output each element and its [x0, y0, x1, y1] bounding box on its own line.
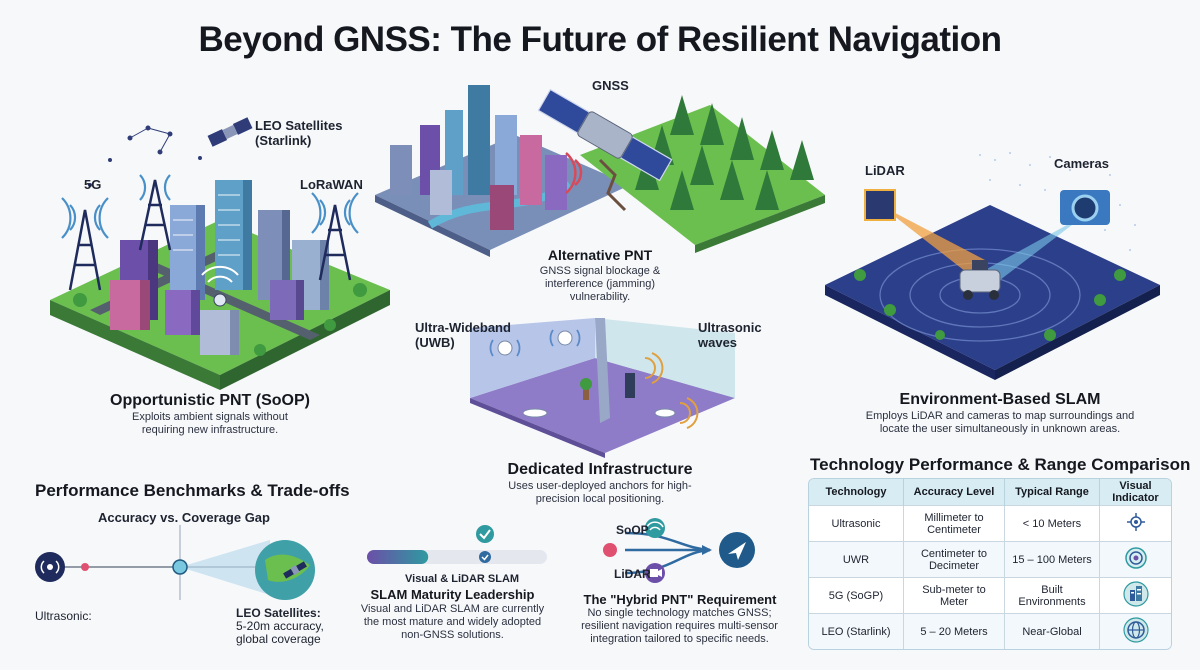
- benchmarks-heading: Performance Benchmarks & Trade-offs: [35, 481, 350, 500]
- table-row: Ultrasonic Millimeter to Centimeter < 10…: [809, 505, 1171, 542]
- cell-accuracy: Centimeter to Decimeter: [903, 541, 1005, 578]
- header-visual-indicator: Visual Indicator: [1099, 479, 1171, 506]
- slam-maturity-description: Visual and LiDAR SLAM are currently the …: [360, 603, 545, 641]
- table-row: 5G (SoGP) Sub-meter to Meter Built Envir…: [809, 577, 1171, 614]
- hybrid-lidar-label: LiDAR: [614, 567, 651, 581]
- page-title: Beyond GNSS: The Future of Resilient Nav…: [198, 20, 1002, 59]
- cell-range: < 10 Meters: [1004, 505, 1100, 542]
- cell-range: Built Environments: [1004, 577, 1100, 614]
- cell-indicator: [1099, 613, 1171, 649]
- label-ultrasonic-waves: Ultrasonic waves: [698, 320, 762, 350]
- label-lorawan: LoRaWAN: [300, 177, 363, 192]
- slam-env-description: Employs LiDAR and cameras to map surroun…: [865, 410, 1135, 435]
- label-gnss: GNSS: [592, 78, 629, 93]
- comparison-table: Technology Accuracy Level Typical Range …: [809, 479, 1171, 649]
- alternative-pnt-illustration: [375, 85, 825, 257]
- cell-technology: LEO (Starlink): [809, 613, 904, 649]
- header-technology: Technology: [809, 479, 904, 506]
- globe-icon: [1122, 617, 1149, 643]
- slam-maturity-fill: [367, 550, 429, 564]
- slam-maturity-bar: [367, 525, 547, 564]
- leo-caption: LEO Satellites: 5-20m accuracy, global c…: [236, 607, 346, 646]
- cell-technology: Ultrasonic: [809, 505, 904, 542]
- hybrid-pnt-heading: The "Hybrid PNT" Requirement: [583, 592, 777, 607]
- table-header-row: Technology Accuracy Level Typical Range …: [809, 479, 1171, 506]
- target-icon: [1124, 547, 1147, 569]
- cell-technology: 5G (SoGP): [809, 577, 904, 614]
- crosshair-icon: [1126, 513, 1145, 531]
- table-row: LEO (Starlink) 5 – 20 Meters Near-Global: [809, 613, 1171, 649]
- slam-illustration: [825, 152, 1160, 380]
- label-5g: 5G: [84, 177, 102, 192]
- hybrid-pnt-description: No single technology matches GNSS; resil…: [581, 607, 778, 645]
- buildings-icon: [1122, 581, 1149, 607]
- cell-technology: UWR: [809, 541, 904, 578]
- slam-env-heading: Environment-Based SLAM: [899, 391, 1101, 408]
- cell-accuracy: Sub-meter to Meter: [903, 577, 1005, 614]
- leo-caption-body: 5-20m accuracy, global coverage: [236, 619, 324, 646]
- soop-city-illustration: [50, 117, 390, 390]
- label-uwb: Ultra-Wideband (UWB): [415, 320, 511, 350]
- accuracy-coverage-title: Accuracy vs. Coverage Gap: [98, 510, 270, 525]
- table-row: UWR Centimeter to Decimeter 15 – 100 Met…: [809, 541, 1171, 578]
- label-leo-satellites: LEO Satellites (Starlink): [255, 118, 343, 148]
- dedicated-infrastructure-heading: Dedicated Infrastructure: [507, 461, 693, 478]
- cell-indicator: [1099, 505, 1171, 542]
- cell-range: Near-Global: [1004, 613, 1100, 649]
- leo-caption-title: LEO Satellites:: [236, 606, 321, 620]
- header-accuracy: Accuracy Level: [903, 479, 1005, 506]
- comparison-table-wrapper: Technology Accuracy Level Typical Range …: [808, 478, 1172, 650]
- slam-maturity-heading: SLAM Maturity Leadership: [370, 587, 535, 602]
- accuracy-coverage-diagram: [35, 525, 315, 600]
- alternative-pnt-heading: Alternative PNT: [547, 247, 653, 263]
- dedicated-infrastructure-description: Uses user-deployed anchors for high-prec…: [508, 480, 692, 505]
- soop-heading: Opportunistic PNT (SoOP): [110, 392, 310, 409]
- alternative-pnt-description: GNSS signal blockage & interference (jam…: [539, 265, 661, 303]
- soop-description: Exploits ambient signals without requiri…: [132, 411, 288, 436]
- comparison-heading: Technology Performance & Range Compariso…: [810, 455, 1191, 474]
- cell-accuracy: 5 – 20 Meters: [903, 613, 1005, 649]
- ultrasonic-caption: Ultrasonic:: [35, 609, 92, 623]
- cell-range: 15 – 100 Meters: [1004, 541, 1100, 578]
- slam-bar-label: Visual & LiDAR SLAM: [405, 573, 520, 585]
- hybrid-soop-label: SoOP: [616, 523, 649, 537]
- dedicated-infrastructure-illustration: [470, 318, 735, 458]
- label-cameras: Cameras: [1054, 156, 1109, 171]
- cell-indicator: [1099, 577, 1171, 614]
- cell-accuracy: Millimeter to Centimeter: [903, 505, 1005, 542]
- label-lidar: LiDAR: [865, 163, 905, 178]
- cell-indicator: [1099, 541, 1171, 578]
- hybrid-pnt-diagram: [603, 518, 755, 583]
- header-range: Typical Range: [1004, 479, 1100, 506]
